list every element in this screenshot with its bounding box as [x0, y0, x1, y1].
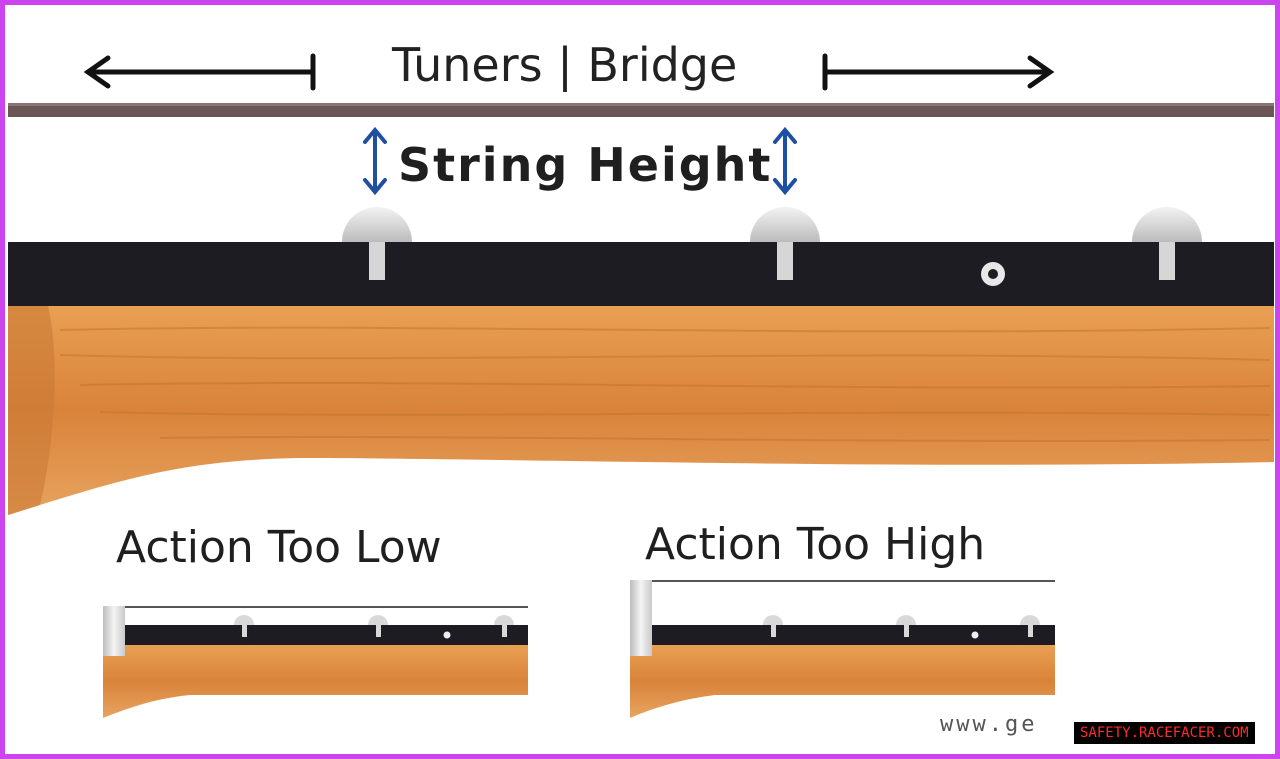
nut	[630, 580, 652, 656]
fret-marker-dot	[981, 262, 1005, 286]
action-too-low-label: Action Too Low	[116, 522, 442, 573]
action-too-high-panel	[630, 580, 1055, 718]
fret	[750, 207, 820, 280]
action-too-low-panel	[103, 606, 528, 718]
nut	[103, 606, 125, 656]
guitar-string	[8, 103, 1274, 117]
height-arrow-right-icon	[773, 126, 797, 196]
neck-heel	[8, 305, 55, 515]
string-highlight	[8, 103, 1274, 106]
watermark-badge: SAFETY.RACEFACER.COM	[1074, 722, 1255, 744]
fret	[342, 207, 412, 280]
website-url: www.ge	[940, 712, 1038, 737]
wood-grain	[59, 326, 1271, 442]
fret	[1132, 207, 1202, 280]
height-arrow-left-icon	[363, 126, 387, 196]
action-too-high-label: Action Too High	[645, 519, 986, 570]
left-arrow-icon	[83, 53, 316, 91]
right-arrow-icon	[822, 53, 1055, 91]
tuners-bridge-label: Tuners | Bridge	[392, 38, 738, 92]
fretboard	[8, 242, 1274, 306]
guitar-neck	[8, 305, 1274, 515]
string-height-label: String Height	[398, 138, 773, 192]
